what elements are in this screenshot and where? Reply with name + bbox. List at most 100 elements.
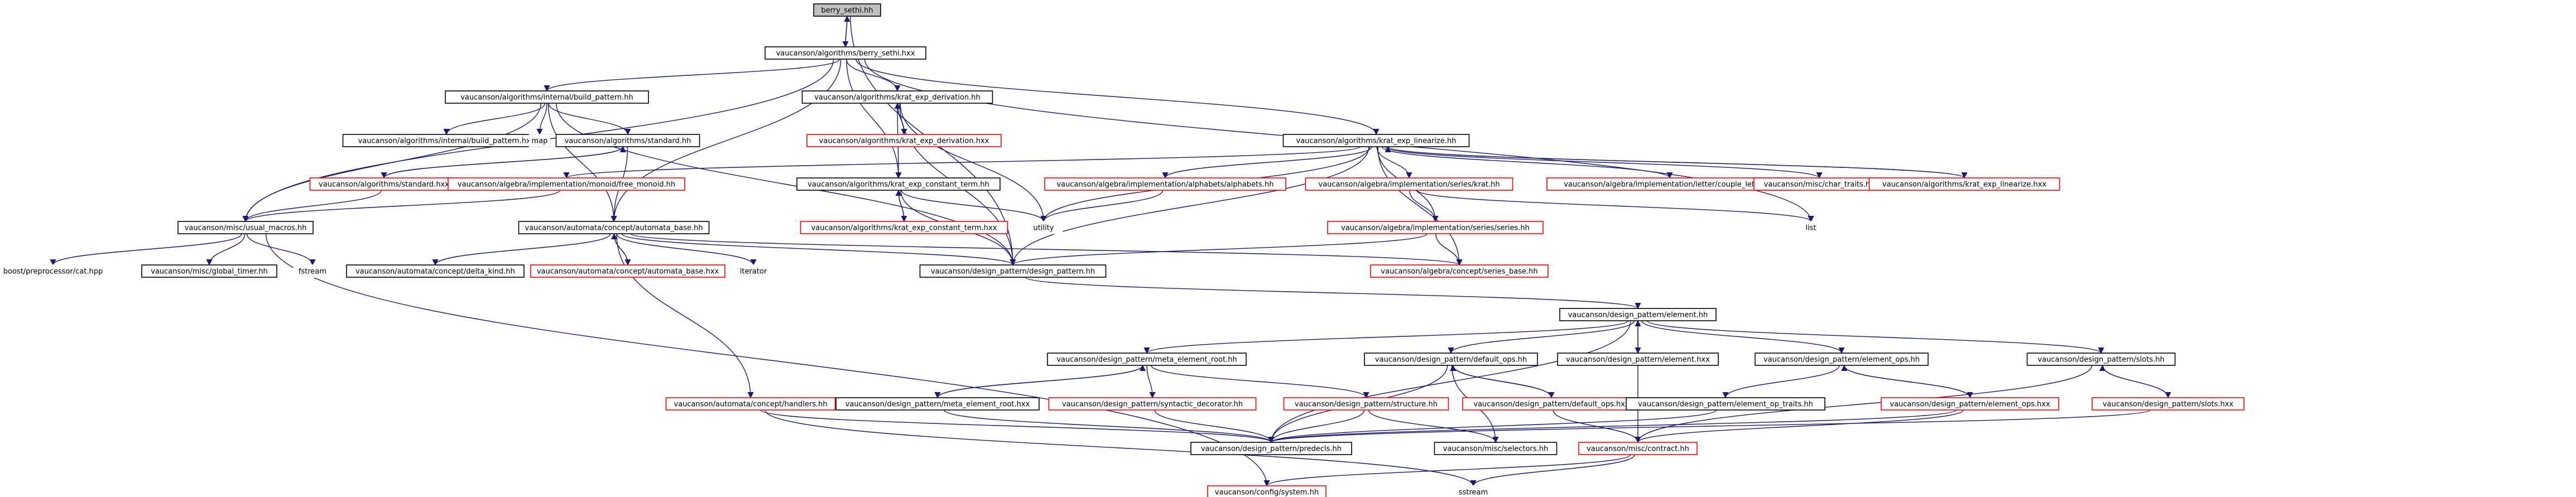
node-label: map [532,137,548,146]
edge-krat-exp-constant-term-hh-to-utility [901,190,1047,223]
node-label: vaucanson/algorithms/internal/build_patt… [460,94,633,102]
node-krat-exp-linearize-hh[interactable]: vaucanson/algorithms/krat_exp_linearize.… [1282,134,1470,147]
node-box [1283,397,1449,411]
node-berry-sethi-hh[interactable]: berry_sethi.hh [813,3,881,17]
edge-krat-exp-linearize-hh-to-series-base-hh [1377,146,1463,266]
node-krat-exp-derivation-hxx[interactable]: vaucanson/algorithms/krat_exp_derivation… [806,134,1002,147]
node-label: utility [1034,224,1054,233]
edge-krat-hh-to-series-hh [1409,190,1439,223]
node-delta-kind-hh[interactable]: vaucanson/automata/concept/delta_kind.hh [346,264,525,278]
node-system-hh[interactable]: vaucanson/config/system.hh [1207,485,1327,497]
edge-meta-element-root-hxx-to-predecls-hh [944,409,1275,443]
node-box [1048,397,1257,411]
edge-free-monoid-hh-to-usual-macros-hh [242,190,561,223]
node-label: vaucanson/algorithms/standard.hxx [319,181,449,189]
node-box [0,264,113,278]
node-utility[interactable]: utility [1024,221,1063,234]
node-syntactic-decorator-hh[interactable]: vaucanson/design_pattern/syntactic_decor… [1048,397,1257,411]
node-predecls-hh[interactable]: vaucanson/design_pattern/predecls.hh [1190,442,1352,455]
node-element-op-traits-hh[interactable]: vaucanson/design_pattern/element_op_trai… [1626,397,1825,411]
node-char-traits-hh[interactable]: vaucanson/misc/char_traits.hh [1753,177,1885,191]
node-krat-exp-constant-term-hxx[interactable]: vaucanson/algorithms/krat_exp_constant_t… [800,221,1008,234]
node-meta-element-root-hxx[interactable]: vaucanson/design_pattern/meta_element_ro… [835,397,1040,411]
edge-berry-sethi-hxx-to-krat-exp-linearize-hh [856,59,1380,136]
node-box [1626,397,1825,411]
node-label: fstream [299,268,326,276]
node-label: vaucanson/design_pattern/default_ops.hh [1375,356,1527,364]
node-box [665,397,836,411]
edge-automata-base-hxx-to-automata-base-hh [611,233,628,266]
edge-contract-hh-to-sstream [1470,454,1635,487]
node-couple-letter-hh[interactable]: vaucanson/algebra/implementation/letter/… [1546,177,1793,191]
node-structure-hh[interactable]: vaucanson/design_pattern/structure.hh [1283,397,1449,411]
node-krat-exp-constant-term-hh[interactable]: vaucanson/algorithms/krat_exp_constant_t… [796,177,1001,191]
node-label: vaucanson/design_pattern/element_ops.hxx [1890,401,2050,409]
node-box [796,177,1001,191]
node-box [1755,353,1929,366]
node-meta-element-root-hh[interactable]: vaucanson/design_pattern/meta_element_ro… [1047,353,1247,366]
node-box [1047,353,1247,366]
node-standard-hxx[interactable]: vaucanson/algorithms/standard.hxx [309,177,459,191]
node-box [1798,221,1824,234]
node-free-monoid-hh[interactable]: vaucanson/algebra/implementation/monoid/… [448,177,685,191]
node-label: vaucanson/algorithms/krat_exp_derivation… [819,137,989,146]
node-label: vaucanson/algebra/implementation/letter/… [1564,181,1776,189]
node-label: vaucanson/algorithms/standard.hh [565,137,691,146]
node-berry-sethi-hxx[interactable]: vaucanson/algorithms/berry_sethi.hxx [765,46,926,60]
node-label: vaucanson/misc/usual_macros.hh [185,224,307,233]
node-slots-hh[interactable]: vaucanson/design_pattern/slots.hh [2026,353,2176,366]
node-element-hh[interactable]: vaucanson/design_pattern/element.hh [1559,308,1717,321]
node-box [555,134,700,147]
node-contract-hh[interactable]: vaucanson/misc/contract.hh [1578,442,1698,455]
edge-build-pattern-hh-to-automata-base-hh [547,103,617,223]
edge-krat-hh-to-list [1416,190,1814,223]
node-krat-exp-linearize-hxx[interactable]: vaucanson/algorithms/krat_exp_linearize.… [1868,177,2060,191]
node-list[interactable]: list [1798,221,1824,234]
node-label: boost/preprocessor/cat.hpp [3,268,103,276]
edge-automata-base-hh-to-series-base-hh [630,233,1463,266]
node-build-pattern-hh[interactable]: vaucanson/algorithms/internal/build_patt… [445,90,649,104]
node-map[interactable]: map [528,134,551,147]
edge-syntactic-decorator-hh-to-predecls-hh [1154,409,1275,443]
node-box [813,3,881,17]
node-automata-base-hxx[interactable]: vaucanson/automata/concept/automata_base… [530,264,725,278]
node-design-pattern-hh[interactable]: vaucanson/design_pattern/design_pattern.… [919,264,1107,278]
node-element-ops-hxx[interactable]: vaucanson/design_pattern/element_ops.hxx [1881,397,2059,411]
node-build-pattern-hxx[interactable]: vaucanson/algorithms/internal/build_patt… [342,134,551,147]
node-box [1327,221,1544,234]
node-global-timer-hh[interactable]: vaucanson/misc/global_timer.hh [141,264,277,278]
node-selectors-hh[interactable]: vaucanson/misc/selectors.hh [1434,442,1558,455]
node-box [919,264,1107,278]
node-fstream[interactable]: fstream [293,264,332,278]
node-box [806,134,1002,147]
node-box [1282,134,1470,147]
node-box [518,221,710,234]
edge-element-op-traits-hh-to-predecls-hh [1268,409,1717,443]
node-slots-hxx[interactable]: vaucanson/design_pattern/slots.hxx [2092,397,2245,411]
node-standard-hh[interactable]: vaucanson/algorithms/standard.hh [555,134,700,147]
node-series-hh[interactable]: vaucanson/algebra/implementation/series/… [1327,221,1544,234]
node-sstream[interactable]: sstream [1454,485,1493,497]
node-alphabets-hh[interactable]: vaucanson/algebra/implementation/alphabe… [1044,177,1286,191]
edge-default-ops-hxx-to-contract-hh [1553,409,1641,443]
node-boost-cat[interactable]: boost/preprocessor/cat.hpp [0,264,113,278]
node-element-ops-hh[interactable]: vaucanson/design_pattern/element_ops.hh [1755,353,1929,366]
node-handlers-hh[interactable]: vaucanson/automata/concept/handlers.hh [665,397,836,411]
node-default-ops-hxx[interactable]: vaucanson/design_pattern/default_ops.hxx [1462,397,1641,411]
node-automata-base-hh[interactable]: vaucanson/automata/concept/automata_base… [518,221,710,234]
node-box [530,264,725,278]
node-iterator[interactable]: iterator [732,264,775,278]
node-box [448,177,685,191]
node-box [1370,264,1549,278]
node-default-ops-hh[interactable]: vaucanson/design_pattern/default_ops.hh [1364,353,1538,366]
edge-design-pattern-hh-to-element-hh [1025,277,1641,310]
edge-slots-hxx-to-predecls-hh [1268,409,2151,443]
edge-automata-base-hh-to-delta-kind-hh [432,233,611,266]
node-krat-exp-derivation-hh[interactable]: vaucanson/algorithms/krat_exp_derivation… [801,90,993,104]
node-usual-macros-hh[interactable]: vaucanson/misc/usual_macros.hh [177,221,314,234]
edge-default-ops-hxx-to-default-ops-hh [1450,364,1552,398]
node-krat-hh[interactable]: vaucanson/algebra/implementation/series/… [1305,177,1513,191]
node-box [835,397,1040,411]
node-element-hxx[interactable]: vaucanson/design_pattern/element.hxx [1557,353,1719,366]
node-series-base-hh[interactable]: vaucanson/algebra/concept/series_base.hh [1370,264,1549,278]
